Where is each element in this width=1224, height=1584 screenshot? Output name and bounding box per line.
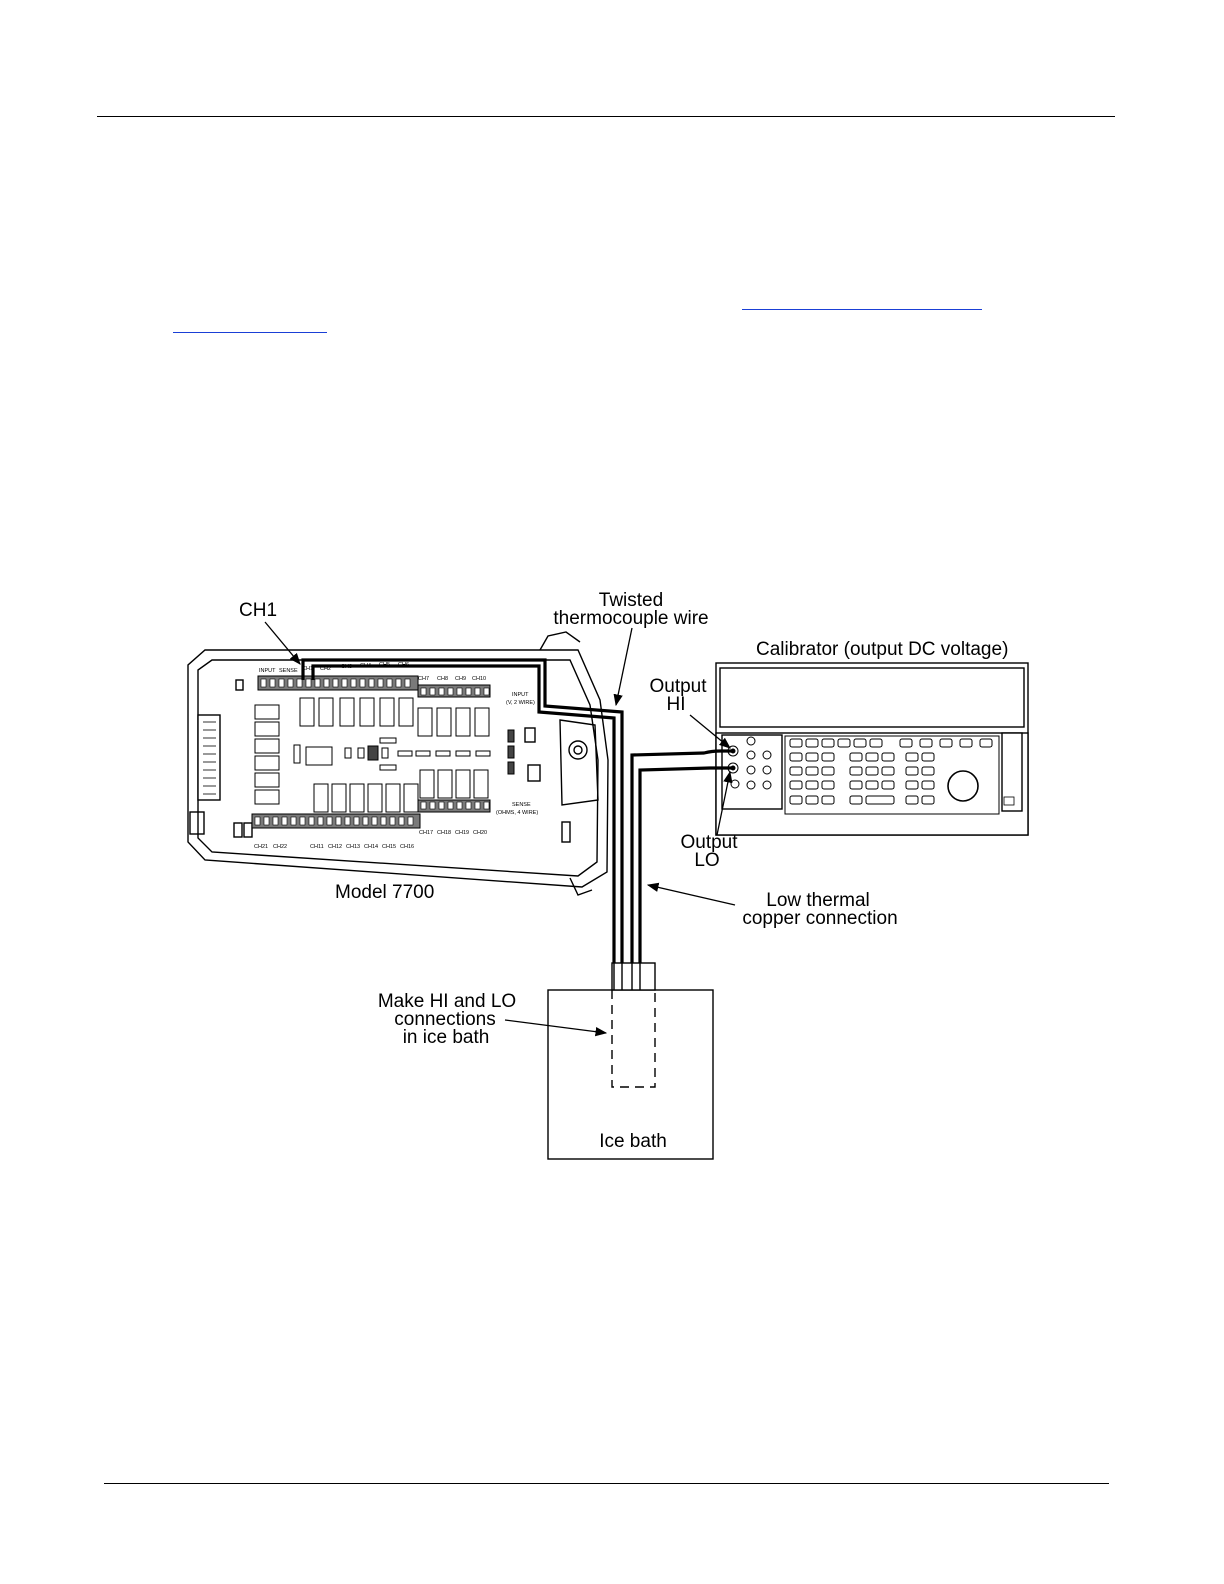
svg-text:CH13: CH13 — [346, 844, 360, 850]
calibrator-label: Calibrator (output DC voltage) — [756, 639, 1008, 660]
svg-text:CH1: CH1 — [302, 666, 313, 672]
twisted-wire-label: Twisted — [599, 590, 663, 611]
callout-arrows — [264, 621, 736, 1037]
svg-text:(V, 2 WIRE): (V, 2 WIRE) — [506, 700, 535, 706]
output-hi-label: Output — [649, 676, 707, 697]
low-thermal-label: copper connection — [742, 908, 897, 929]
bottom-terminal-strip — [251, 799, 491, 829]
svg-text:CH12: CH12 — [328, 844, 342, 850]
svg-text:CH9: CH9 — [455, 676, 466, 682]
svg-text:CH22: CH22 — [273, 844, 287, 850]
calibrator-keypad — [789, 738, 993, 805]
svg-text:SENSE: SENSE — [512, 802, 531, 808]
svg-text:INPUT: INPUT — [512, 692, 529, 698]
ice-bath-instruction: connections — [394, 1009, 495, 1030]
svg-text:CH8: CH8 — [437, 676, 448, 682]
model-label: Model 7700 — [335, 882, 434, 903]
ice-bath-instruction: in ice bath — [403, 1027, 490, 1048]
svg-text:CH16: CH16 — [400, 844, 414, 850]
svg-text:CH17: CH17 — [419, 830, 433, 836]
svg-text:(OHMS, 4 WIRE): (OHMS, 4 WIRE) — [496, 810, 538, 816]
copper-wires — [630, 749, 733, 963]
svg-text:CH10: CH10 — [472, 676, 486, 682]
output-lo-label: Output — [680, 832, 738, 853]
svg-text:INPUT: INPUT — [259, 668, 276, 674]
top-terminal-strip — [257, 675, 491, 698]
svg-text:CH20: CH20 — [473, 830, 487, 836]
footer-rule — [104, 1483, 1109, 1484]
output-hi-label: HI — [667, 694, 686, 715]
relay-array — [254, 697, 515, 813]
svg-text:CH11: CH11 — [310, 844, 324, 850]
board-labels: INPUT SENSE CH1 CH2 CH3 CH4 CH5 CH6 CH7 … — [254, 662, 538, 850]
svg-text:CH15: CH15 — [382, 844, 396, 850]
ice-bath-label: Ice bath — [599, 1131, 667, 1152]
svg-text:CH21: CH21 — [254, 844, 268, 850]
svg-text:CH2: CH2 — [320, 666, 331, 672]
link-underline[interactable] — [742, 309, 982, 310]
svg-text:CH19: CH19 — [455, 830, 469, 836]
svg-text:CH7: CH7 — [418, 676, 429, 682]
thermocouple-wires — [301, 658, 624, 963]
ice-bath — [547, 962, 714, 1160]
twisted-wire-label: thermocouple wire — [553, 608, 708, 629]
header-rule — [97, 116, 1115, 117]
calibrator-terminals — [727, 736, 772, 790]
link-underline[interactable] — [173, 332, 327, 333]
ice-bath-instruction: Make HI and LO — [378, 991, 516, 1012]
ch1-label: CH1 — [239, 600, 277, 621]
low-thermal-label: Low thermal — [766, 890, 870, 911]
output-lo-label: LO — [694, 850, 719, 871]
wires-inside-bath — [613, 963, 641, 990]
svg-text:SENSE: SENSE — [279, 668, 298, 674]
svg-text:CH18: CH18 — [437, 830, 451, 836]
svg-text:CH14: CH14 — [364, 844, 378, 850]
calibrator-instrument — [715, 662, 1029, 836]
